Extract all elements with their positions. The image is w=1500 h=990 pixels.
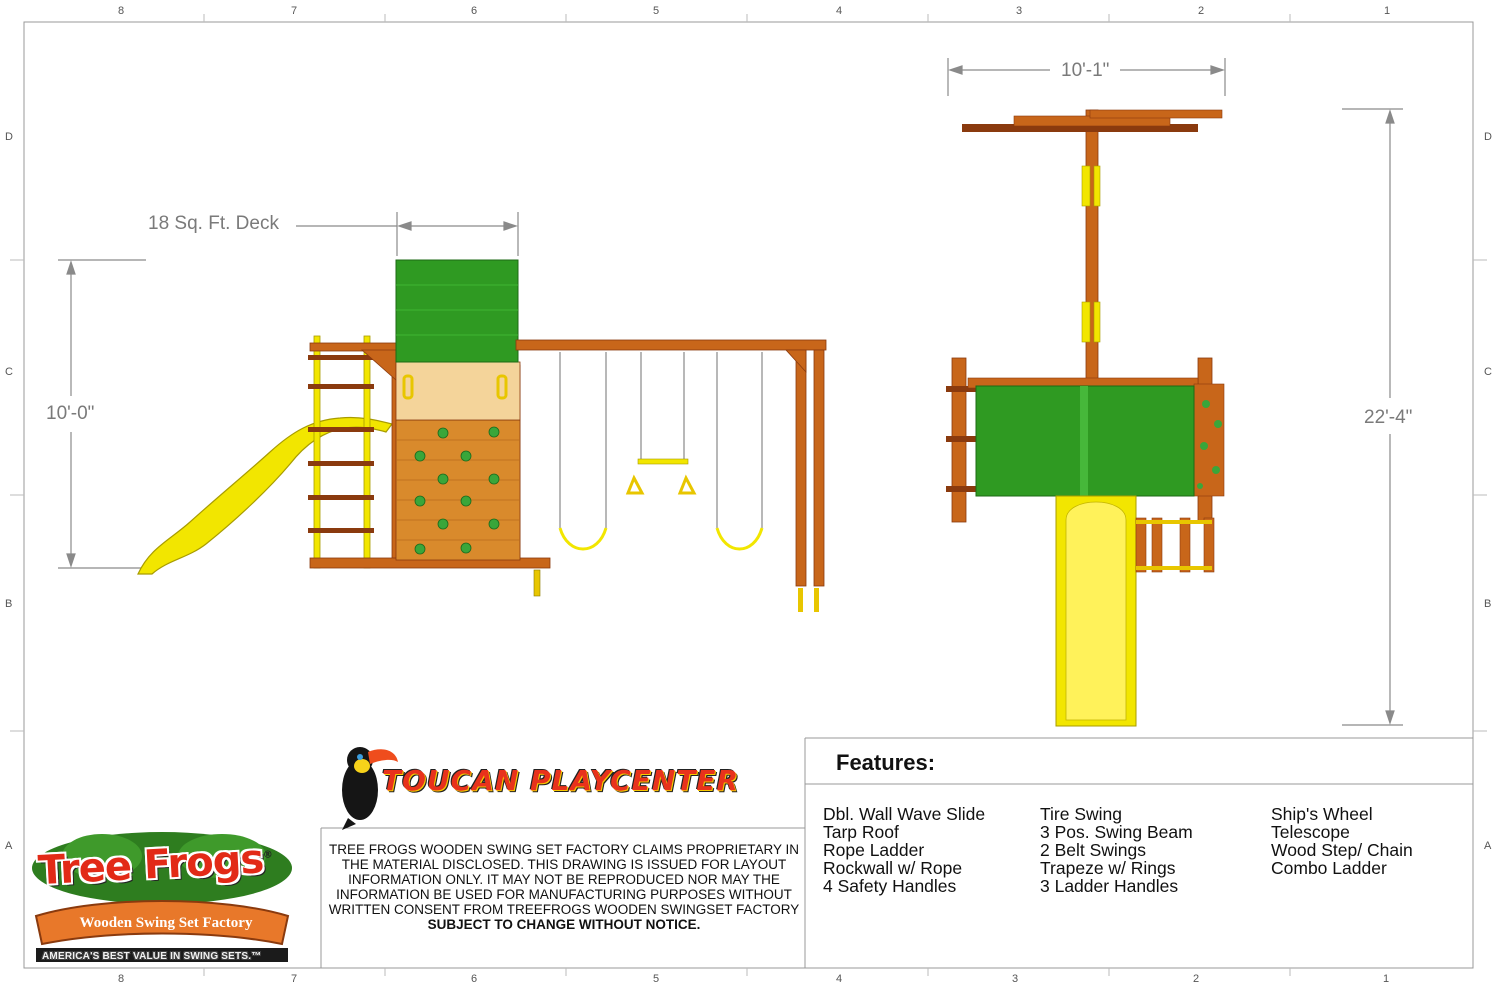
feature-item: 3 Ladder Handles (1040, 876, 1179, 896)
features-column-3: Ship's Wheel Telescope Wood Step/ Chain … (1271, 805, 1413, 877)
zone-bottom-6: 6 (471, 973, 478, 985)
disclaimer-text: TREE FROGS WOODEN SWING SET FACTORY CLAI… (328, 842, 800, 917)
side-height-label: 10'-0" (46, 403, 95, 424)
belt-swing-right (715, 527, 764, 551)
features-column-1: Dbl. Wall Wave Slide Tarp Roof Rope Ladd… (823, 805, 985, 895)
zone-bottom-3: 3 (1012, 973, 1019, 985)
zone-top-2: 2 (1198, 5, 1205, 17)
zone-top-7: 7 (291, 5, 298, 17)
feature-item: 2 Belt Swings (1040, 840, 1147, 860)
zone-bottom-1: 1 (1383, 973, 1390, 985)
brand-registered: ® (262, 849, 273, 862)
zone-bottom-4: 4 (836, 973, 843, 985)
zone-left-B: B (5, 598, 13, 610)
features-title: Features: (836, 750, 936, 775)
feature-item: 3 Pos. Swing Beam (1040, 822, 1193, 842)
feature-item: Tarp Roof (823, 822, 899, 842)
feature-item: Wood Step/ Chain (1271, 840, 1413, 860)
feature-item: Trapeze w/ Rings (1040, 858, 1176, 878)
feature-item: Tire Swing (1040, 804, 1123, 824)
trapeze-bar (637, 458, 689, 465)
toucan-logo (342, 747, 398, 830)
zone-right-C: C (1484, 366, 1492, 378)
rockwall-panel (395, 419, 521, 561)
feature-item: Rope Ladder (823, 840, 925, 860)
tree-frogs-logo (32, 832, 292, 962)
product-name: TOUCAN PLAYCENTER (382, 764, 740, 797)
feature-item: Ship's Wheel (1271, 804, 1373, 824)
feature-item: Rockwall w/ Rope (823, 858, 963, 878)
disclaimer-notice: SUBJECT TO CHANGE WITHOUT NOTICE. (427, 917, 701, 932)
wave-slide (137, 416, 394, 575)
zone-bottom-8: 8 (118, 973, 125, 985)
features-column-2: Tire Swing 3 Pos. Swing Beam 2 Belt Swin… (1040, 805, 1193, 895)
zone-bottom-2: 2 (1193, 973, 1200, 985)
zone-top-5: 5 (653, 5, 660, 17)
zone-left-D: D (5, 131, 13, 143)
feature-item: Telescope (1271, 822, 1350, 842)
deck-size-label: 18 Sq. Ft. Deck (148, 213, 279, 234)
top-length-label: 22'-4" (1364, 407, 1413, 428)
zone-bottom-7: 7 (291, 973, 298, 985)
zone-bottom-5: 5 (653, 973, 660, 985)
belt-swing-left (558, 527, 608, 551)
feature-item: Combo Ladder (1271, 858, 1387, 878)
zone-top-6: 6 (471, 5, 478, 17)
feature-item: 4 Safety Handles (823, 876, 957, 896)
feature-item: Dbl. Wall Wave Slide (823, 804, 986, 824)
brand-tagline: AMERICA'S BEST VALUE IN SWING SETS.™ (42, 951, 262, 962)
zone-top-3: 3 (1016, 5, 1023, 17)
zone-top-8: 8 (118, 5, 125, 17)
trapeze-ring-left (625, 474, 645, 495)
brand-subtitle: Wooden Swing Set Factory (79, 915, 253, 931)
zone-right-A: A (1484, 840, 1492, 852)
tarp-roof (395, 259, 519, 363)
trapeze-ring-right (677, 474, 697, 495)
zone-top-4: 4 (836, 5, 843, 17)
swing-beam (515, 339, 827, 351)
zone-right-D: D (1484, 131, 1492, 143)
disclaimer-block: TREE FROGS WOODEN SWING SET FACTORY CLAI… (322, 842, 806, 932)
zone-right-B: B (1484, 598, 1492, 610)
zone-top-1: 1 (1384, 5, 1391, 17)
zone-left-A: A (5, 840, 13, 852)
zone-left-C: C (5, 366, 13, 378)
top-width-label: 10'-1" (1061, 60, 1110, 81)
